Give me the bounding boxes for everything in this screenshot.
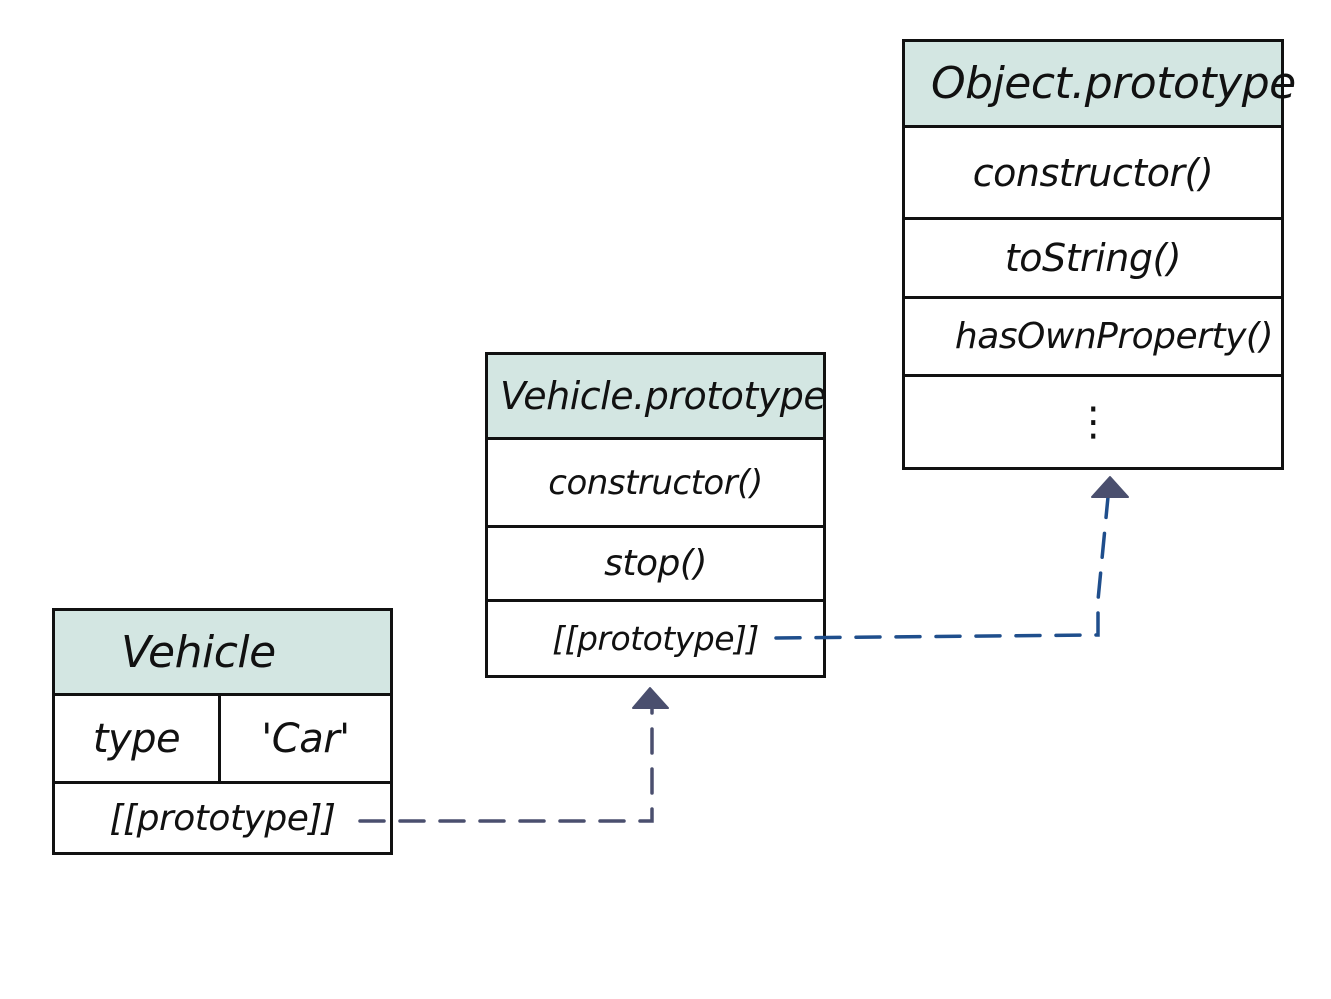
vp-stop: stop() [604, 543, 707, 584]
arrow-vehicle-to-vehicle-prototype [358, 702, 654, 823]
vehicle-header: Vehicle [55, 611, 390, 696]
op-more-ellipsis: ⋮ [1073, 399, 1113, 445]
type-value-cell: 'Car' [221, 696, 390, 781]
op-more-row: ⋮ [905, 377, 1281, 467]
op-hasownproperty: hasOwnProperty() [954, 316, 1274, 357]
object-prototype-header: Object.prototype [905, 42, 1296, 128]
vehicle-proto-slot: [[prototype]] [109, 797, 336, 839]
object-prototype-box: Object.prototype constructor() toString(… [902, 39, 1296, 470]
vehicle-prototype-title: Vehicle.prototype [500, 374, 827, 418]
vp-constructor-row: constructor() [488, 440, 823, 528]
op-hasownproperty-row: hasOwnProperty() [905, 299, 1281, 377]
vehicle-prototype-box: Vehicle.prototype constructor() stop() [… [485, 352, 827, 678]
op-constructor: constructor() [972, 150, 1214, 195]
op-tostring-row: toString() [905, 220, 1281, 299]
type-key-cell: type [55, 696, 221, 781]
op-constructor-row: constructor() [905, 128, 1281, 220]
vehicle-box: Vehicle type 'Car' [[prototype]] [52, 608, 393, 855]
arrow-vehicle-prototype-to-object-prototype [774, 495, 1110, 640]
vp-stop-row: stop() [488, 528, 823, 602]
type-value: 'Car' [261, 715, 350, 762]
op-tostring: toString() [1004, 236, 1182, 280]
arrowhead-vehicle-prototype [632, 687, 669, 709]
vehicle-type-row: type 'Car' [55, 696, 390, 784]
vp-proto-row: [[prototype]] [488, 602, 823, 675]
vehicle-prototype-header: Vehicle.prototype [488, 355, 827, 440]
vp-proto-slot: [[prototype]] [552, 619, 759, 658]
vehicle-proto-row: [[prototype]] [55, 784, 390, 852]
vp-constructor: constructor() [548, 462, 763, 503]
type-key: type [92, 715, 181, 762]
vehicle-title: Vehicle [121, 626, 276, 678]
arrowhead-object-prototype [1091, 476, 1129, 498]
object-prototype-title: Object.prototype [931, 58, 1296, 109]
